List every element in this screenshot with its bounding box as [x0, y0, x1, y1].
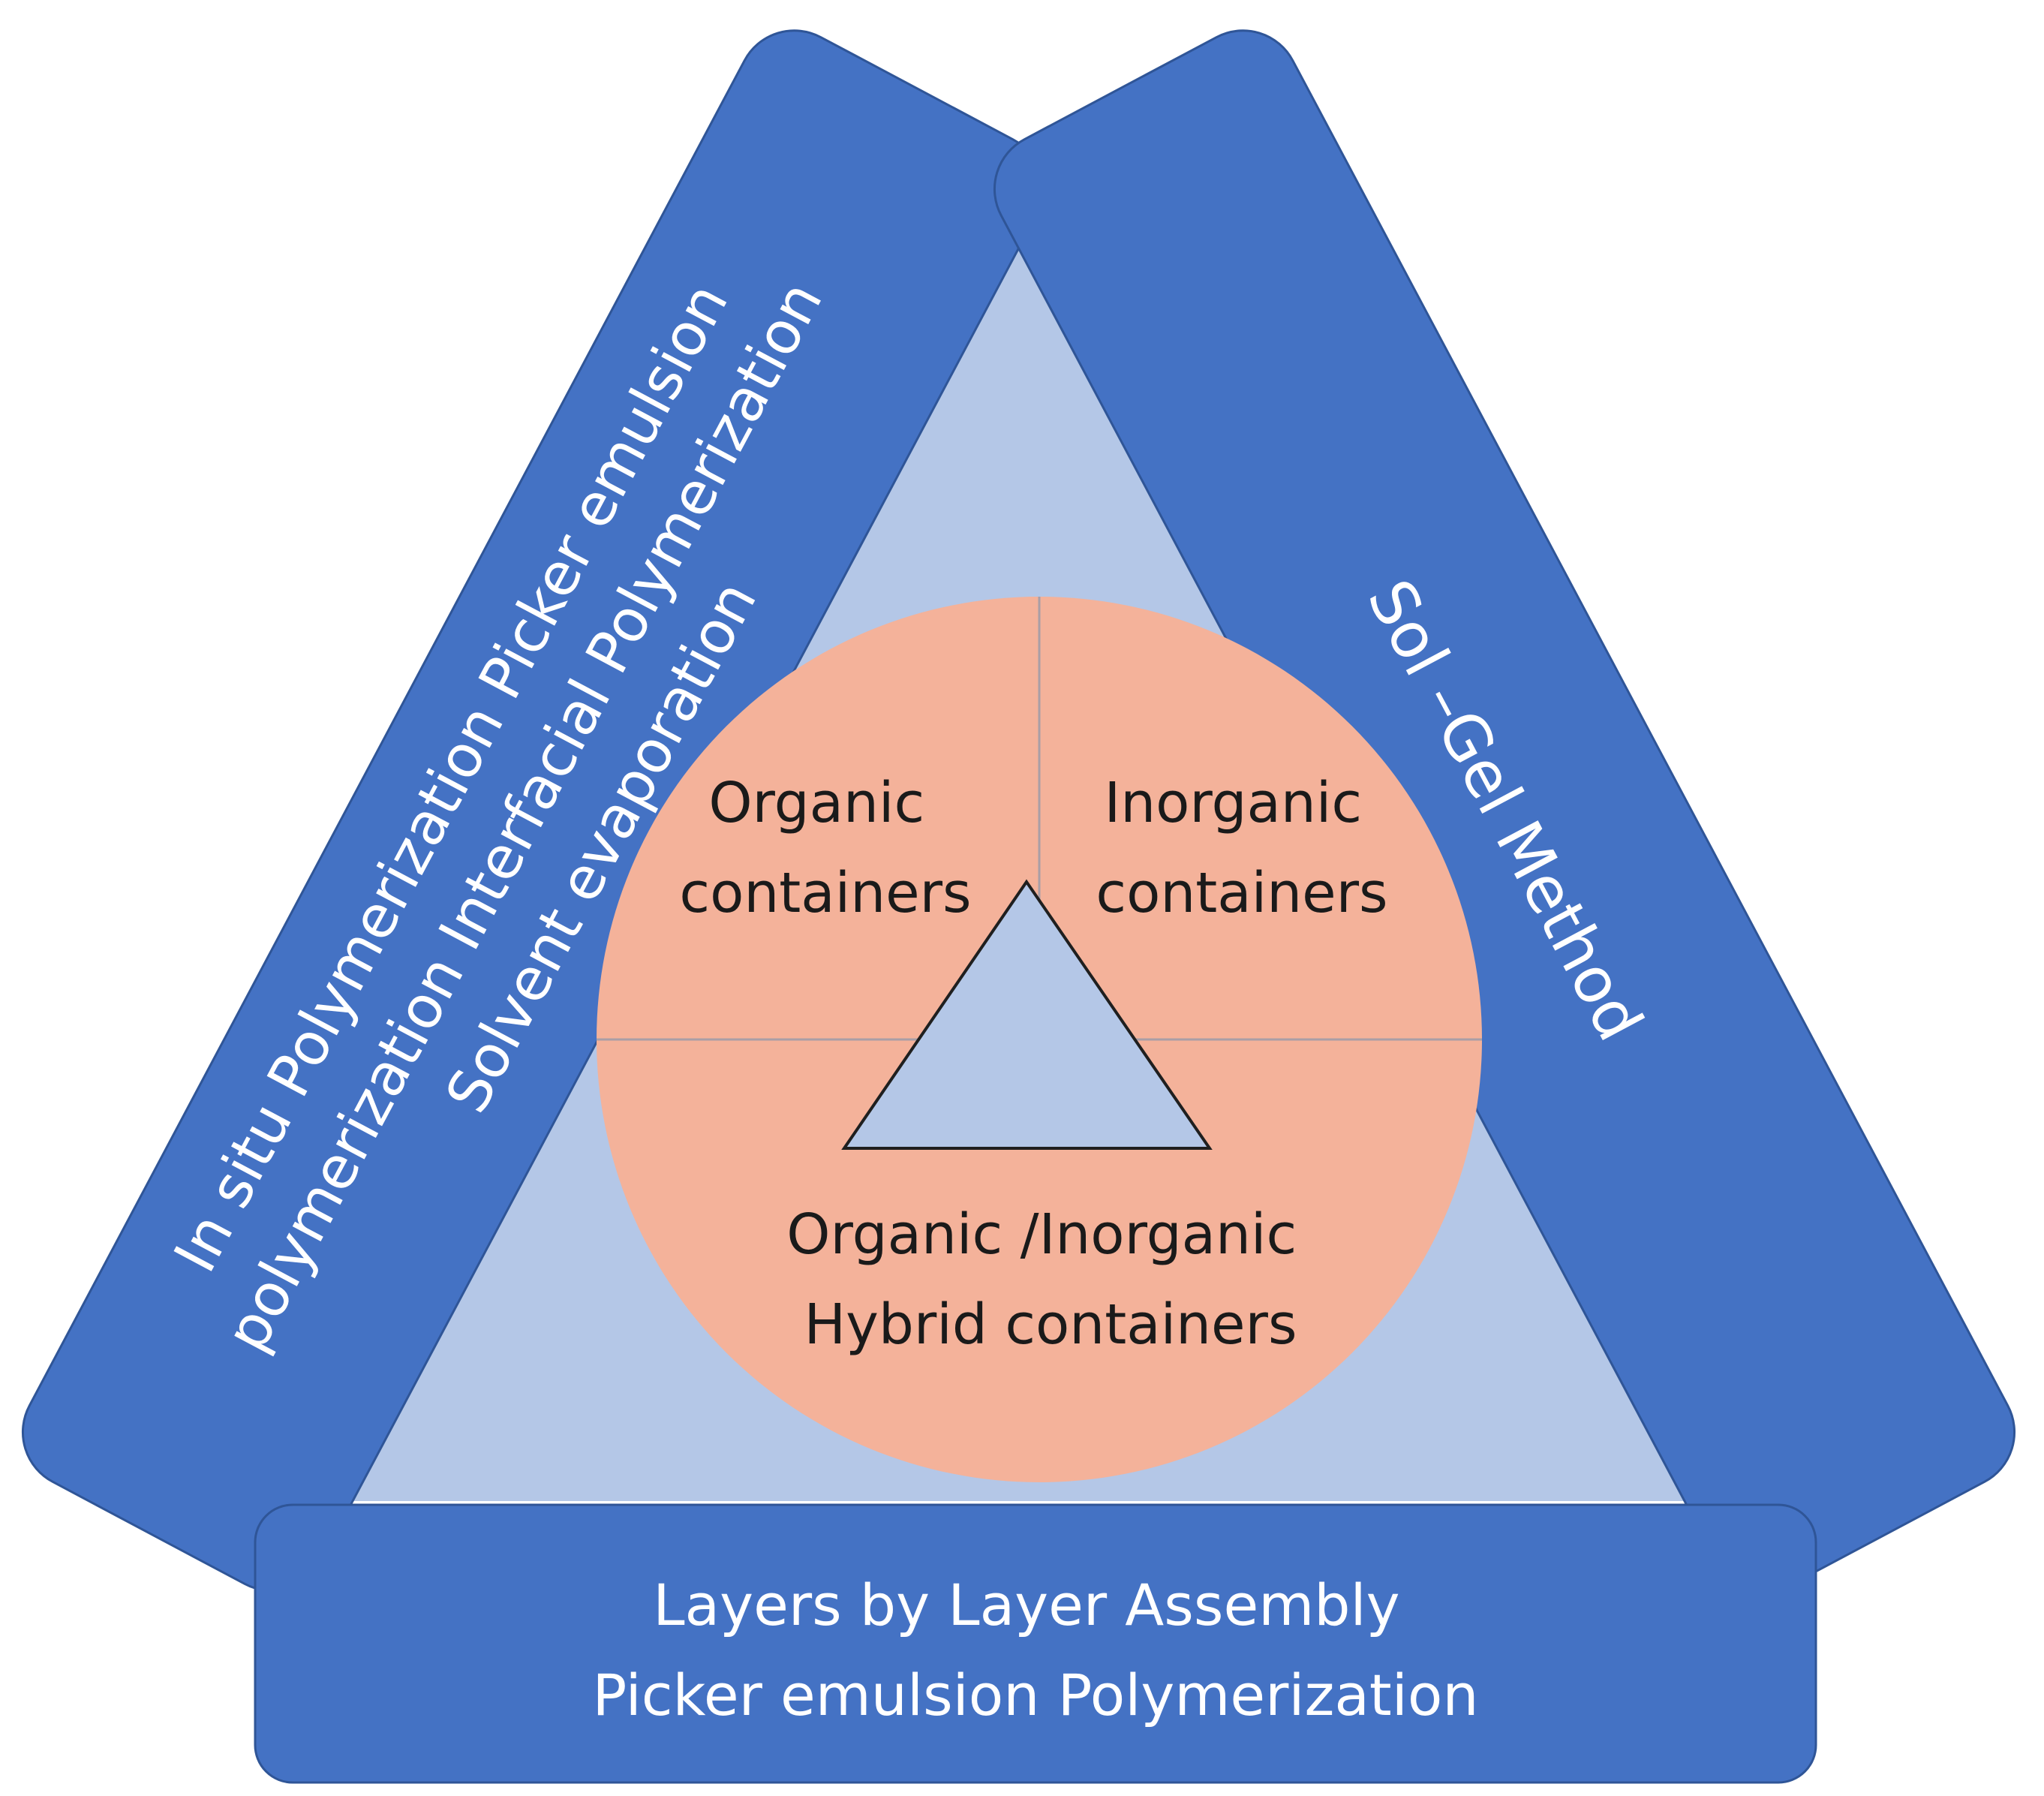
right-method-band: Sol –Gel Method [993, 29, 2016, 1592]
bottom-band-line-2: Picker emulsion Polymerization [592, 1662, 1478, 1728]
bottom-method-band: Layers by Layer Assembly Picker emulsion… [254, 1503, 1817, 1784]
inner-triangle [841, 879, 1213, 1150]
bottom-band-shape [254, 1503, 1817, 1784]
inorganic-line-2: containers [1096, 861, 1387, 925]
hybrid-containers-label: Organic /Inorganic Hybrid containers [786, 1202, 1314, 1357]
inorganic-containers-label: Inorganic containers [1096, 771, 1387, 925]
hybrid-line-2: Hybrid containers [804, 1292, 1297, 1357]
inorganic-line-1: Inorganic [1104, 771, 1362, 835]
hybrid-line-1: Organic /Inorganic [786, 1202, 1297, 1267]
bottom-band-text: Layers by Layer Assembly Picker emulsion… [592, 1572, 1478, 1728]
bottom-band-line-1: Layers by Layer Assembly [653, 1572, 1399, 1638]
organic-line-2: containers [679, 861, 971, 925]
organic-containers-label: Organic containers [679, 771, 971, 925]
organic-line-1: Organic [708, 771, 924, 835]
